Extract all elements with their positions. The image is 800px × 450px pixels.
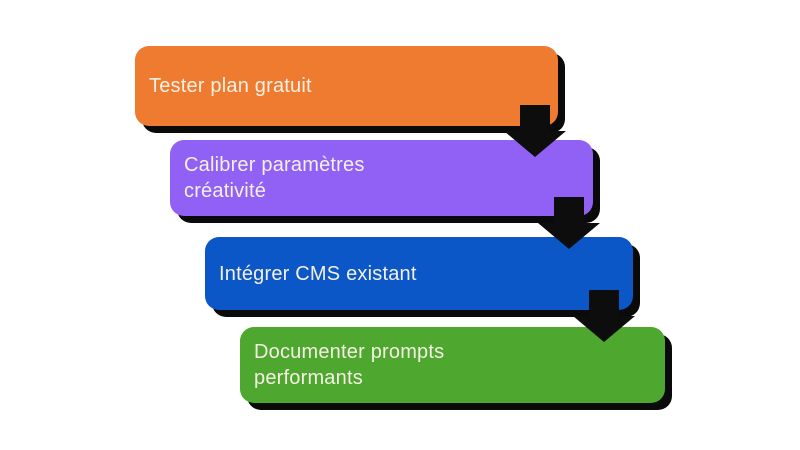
- step-box-2: Calibrer paramètres créativité: [170, 140, 593, 216]
- step-label-2: Calibrer paramètres créativité: [184, 154, 365, 202]
- step-box-4: Documenter prompts performants: [240, 327, 665, 403]
- step-label-1: Tester plan gratuit: [149, 75, 312, 97]
- step-label-3: Intégrer CMS existant: [219, 262, 417, 285]
- step-box-1: Tester plan gratuit: [135, 46, 558, 126]
- step-box-3: Intégrer CMS existant: [205, 237, 633, 310]
- step-label-4: Documenter prompts performants: [254, 341, 445, 389]
